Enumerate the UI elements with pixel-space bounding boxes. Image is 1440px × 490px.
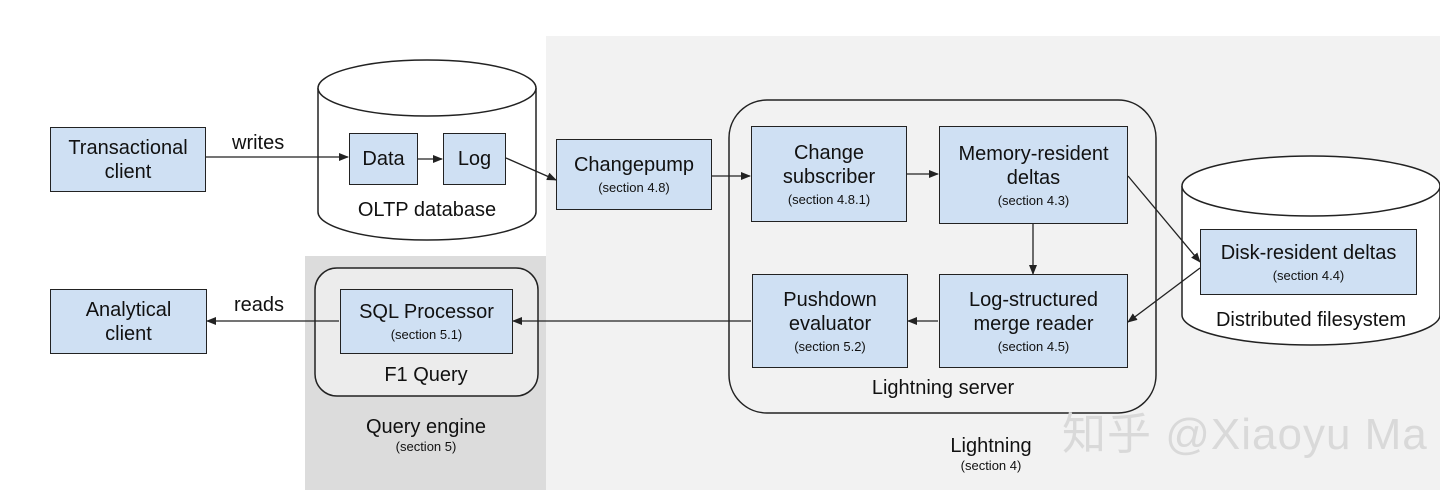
arrow-log-to-changepump xyxy=(505,157,557,181)
oltp-database-cylinder xyxy=(317,59,537,241)
data-node: Data xyxy=(349,133,418,185)
log-structured-merge-reader-node: Log-structured merge reader (section 4.5… xyxy=(939,274,1128,368)
reads-label: reads xyxy=(234,294,285,316)
disk-resident-deltas-section: (section 4.4) xyxy=(1272,267,1345,283)
sql-processor-label: SQL Processor xyxy=(359,301,494,323)
change-subscriber-node: Change subscriber (section 4.8.1) xyxy=(751,126,907,222)
changepump-section: (section 4.8) xyxy=(598,180,670,195)
analytical-client-node: Analytical client xyxy=(50,289,207,354)
arrow-disk-to-merge xyxy=(1127,267,1201,323)
memory-resident-deltas-label: Memory-resident deltas xyxy=(958,142,1109,189)
query-engine-subtitle: (section 5) xyxy=(395,439,457,454)
data-label: Data xyxy=(362,148,405,170)
changepump-label: Changepump xyxy=(573,154,695,176)
transactional-client-node: Transactional client xyxy=(50,127,206,192)
analytical-client-label: Analytical client xyxy=(85,298,172,345)
sql-processor-node: SQL Processor (section 5.1) xyxy=(340,289,513,354)
sql-processor-section: (section 5.1) xyxy=(390,327,463,342)
transactional-client-label: Transactional client xyxy=(68,136,188,183)
lightning-title: Lightning xyxy=(950,435,1032,457)
pushdown-evaluator-section: (section 5.2) xyxy=(794,338,866,354)
distributed-filesystem-label: Distributed filesystem xyxy=(1215,309,1407,331)
pushdown-evaluator-node: Pushdown evaluator (section 5.2) xyxy=(752,274,908,368)
log-structured-merge-reader-label: Log-structured merge reader xyxy=(969,288,1098,335)
disk-resident-deltas-label: Disk-resident deltas xyxy=(1220,241,1397,264)
log-label: Log xyxy=(457,148,492,170)
query-engine-title: Query engine xyxy=(365,416,487,438)
changepump-node: Changepump (section 4.8) xyxy=(556,139,712,210)
lightning-subtitle: (section 4) xyxy=(960,458,1022,473)
change-subscriber-label: Change subscriber xyxy=(782,141,876,188)
watermark-text: 知乎 @Xiaoyu Ma xyxy=(1062,410,1428,459)
memory-resident-deltas-node: Memory-resident deltas (section 4.3) xyxy=(939,126,1128,224)
writes-label: writes xyxy=(232,132,285,154)
oltp-database-label: OLTP database xyxy=(357,199,497,221)
change-subscriber-section: (section 4.8.1) xyxy=(787,191,871,207)
disk-resident-deltas-node: Disk-resident deltas (section 4.4) xyxy=(1200,229,1417,295)
memory-resident-deltas-section: (section 4.3) xyxy=(997,192,1070,208)
log-node: Log xyxy=(443,133,506,185)
pushdown-evaluator-label: Pushdown evaluator xyxy=(783,288,877,335)
lightning-server-label: Lightning server xyxy=(871,377,1015,399)
arrow-memory-to-disk xyxy=(1127,175,1201,263)
log-structured-merge-reader-section: (section 4.5) xyxy=(997,338,1070,354)
f1-query-label: F1 Query xyxy=(384,364,468,386)
